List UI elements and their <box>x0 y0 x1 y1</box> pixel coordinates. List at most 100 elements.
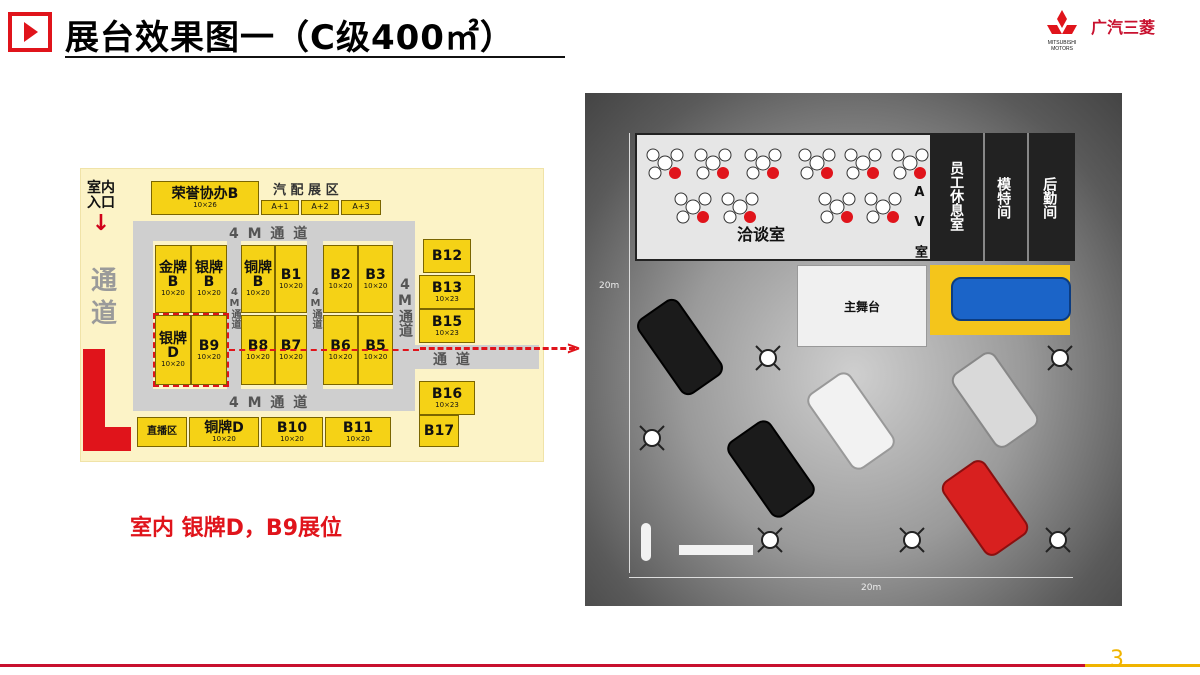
title-underline <box>65 56 565 58</box>
booth-size: 10×20 <box>161 289 185 298</box>
av-room-label: A V 室 <box>911 185 927 258</box>
booth-size: 10×20 <box>197 352 221 361</box>
mitsubishi-logo-icon: MITSUBISHI MOTORS <box>1047 10 1077 52</box>
passage-line2: 道 <box>90 298 117 329</box>
booth-size: 10×20 <box>279 281 303 290</box>
car-blue <box>951 277 1071 321</box>
booth-size: 10×20 <box>197 289 221 298</box>
chair-cluster-icon <box>891 148 929 180</box>
aisle-v1 <box>227 241 241 389</box>
booth-bronze-d[interactable]: 铜牌D 10×20 <box>189 417 259 447</box>
booth-size: 10×20 <box>212 434 236 443</box>
chair-cluster-icon <box>744 148 782 180</box>
floor-light-icon <box>755 345 781 371</box>
booth-b9[interactable]: B9 10×20 <box>191 315 227 385</box>
logo-text-2: MOTORS <box>1051 46 1074 52</box>
booth-name-l2: B <box>167 274 179 291</box>
booth-name-l2: D <box>167 345 179 362</box>
booth-b3[interactable]: B3 10×20 <box>358 245 393 313</box>
booth-honor-b[interactable]: 荣誉协办B 10×26 <box>151 181 259 215</box>
footer-line <box>0 664 1085 667</box>
chair-cluster-icon <box>818 192 856 224</box>
aisle-v3-label: 4M通道 <box>397 277 413 337</box>
booth-silver-d[interactable]: 银牌 D 10×20 <box>155 315 191 385</box>
passage-label: 通 道 <box>89 265 119 330</box>
booth-b16[interactable]: B16 10×23 <box>419 381 475 415</box>
main-stage: 主舞台 <box>797 265 927 347</box>
aisle-top <box>133 221 415 241</box>
car-black-1 <box>633 294 727 400</box>
booth-a2[interactable]: A+2 <box>301 200 339 215</box>
meeting-room-label: 洽谈室 <box>737 225 786 244</box>
booth-name-l1: 铜牌 <box>244 259 272 276</box>
reception-counter <box>679 545 753 555</box>
dimension-line-bottom <box>629 577 1073 578</box>
booth-name-l1: 金牌 <box>159 259 187 276</box>
pointer-arrow-line <box>420 347 575 350</box>
booth-b2[interactable]: B2 10×20 <box>323 245 358 313</box>
booth-name: B8 <box>247 337 269 354</box>
booth-bronze-b[interactable]: 铜牌 B 10×20 <box>241 245 275 313</box>
entrance-wall-horizontal <box>83 427 131 451</box>
booth-silver-b[interactable]: 银牌 B 10×20 <box>191 245 227 313</box>
booth-gold-b[interactable]: 金牌 B 10×20 <box>155 245 191 313</box>
entrance-arrow-icon: ↓ <box>91 210 111 236</box>
booth-size: 10×20 <box>328 281 353 290</box>
booth-size: 10×20 <box>363 281 388 290</box>
entrance-wall-vertical <box>83 349 105 451</box>
booth-name-l1: 银牌 <box>159 330 187 347</box>
booth-name-l1: 银牌 <box>195 259 223 276</box>
booth-name: B10 <box>276 419 308 436</box>
booth-a3[interactable]: A+3 <box>341 200 381 215</box>
chair-cluster-icon <box>864 192 902 224</box>
booth-name-l2: B <box>203 274 215 291</box>
booth-b13[interactable]: B13 10×23 <box>419 275 475 309</box>
booth-caption: 室内 银牌D，B9展位 <box>130 516 342 541</box>
booth-name: B13 <box>431 279 463 296</box>
booth-name: A+3 <box>352 202 370 212</box>
entrance-line2: 入口 <box>87 195 115 212</box>
booth-name: 铜牌D <box>204 419 244 436</box>
floor-plan: 4 M 通 道 4 M 通 道 4M通道 4M通道 4M通道 通 道 室内 入口… <box>80 168 544 462</box>
booth-name: B1 <box>280 266 302 283</box>
booth-b12[interactable]: B12 <box>423 239 471 273</box>
booth-b1[interactable]: B1 10×20 <box>275 245 307 313</box>
booth-name: B17 <box>423 422 455 439</box>
aisle-top-label: 4 M 通 道 <box>229 226 310 242</box>
car-red <box>937 456 1033 560</box>
floor-light-icon <box>1047 345 1073 371</box>
booth-size: 10×26 <box>193 200 217 209</box>
floor-light-icon <box>1045 527 1071 553</box>
booth-b17[interactable]: B17 <box>419 415 459 447</box>
booth-name: B3 <box>365 266 386 283</box>
logo-text-1: MITSUBISHI <box>1048 40 1077 46</box>
chair-cluster-icon <box>646 148 684 180</box>
aisle-left <box>133 221 153 411</box>
aisle-bottom <box>133 389 415 411</box>
booth-name: A+1 <box>271 202 289 212</box>
car-white <box>803 368 899 474</box>
booth-name: B7 <box>280 337 302 354</box>
main-stage-label: 主舞台 <box>843 299 880 314</box>
booth-b11[interactable]: B11 10×20 <box>325 417 391 447</box>
booth-b15[interactable]: B15 10×23 <box>419 309 475 343</box>
floor-light-icon <box>899 527 925 553</box>
booth-name: B9 <box>198 337 220 354</box>
staff-room-label: 员工休息室 <box>948 161 965 231</box>
display-pillar <box>641 523 651 561</box>
aisle-right-label: 通 道 <box>433 352 472 368</box>
chair-cluster-icon <box>844 148 882 180</box>
booth-name: 荣誉协办B <box>171 185 239 202</box>
booth-a1[interactable]: A+1 <box>261 200 299 215</box>
booth-live-area[interactable]: 直播区 <box>137 417 187 447</box>
booth-name-l2: B <box>252 274 264 291</box>
booth-name: B2 <box>330 266 351 283</box>
booth-size: 10×20 <box>279 352 303 361</box>
booth-name: B6 <box>330 337 351 354</box>
booth-name: B11 <box>342 419 374 436</box>
booth-b10[interactable]: B10 10×20 <box>261 417 323 447</box>
car-black-2 <box>723 416 819 522</box>
chair-cluster-icon <box>674 192 712 224</box>
indoor-entrance: 室内 入口 ↓ <box>83 180 119 236</box>
brand-name: 广汽三菱 <box>1091 18 1156 37</box>
